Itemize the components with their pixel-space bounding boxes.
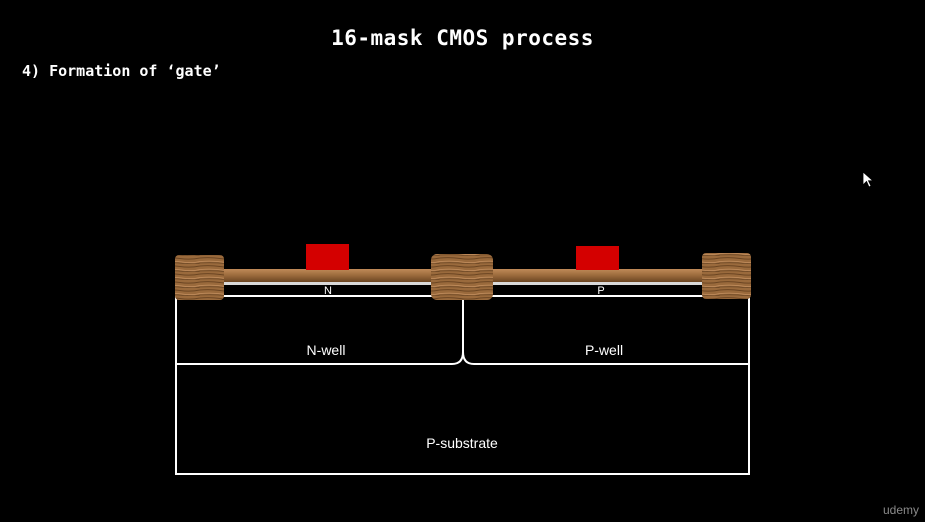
n-well-label: N-well (307, 342, 346, 358)
well-boundary-line (176, 296, 749, 365)
n-region-label: N (324, 285, 332, 297)
slide-subtitle: 4) Formation of ‘gate’ (22, 62, 221, 80)
p-region-label: P (597, 285, 604, 297)
field-oxide-left (175, 255, 224, 300)
mouse-pointer-icon (862, 171, 875, 188)
p-well-label: P-well (585, 342, 623, 358)
field-oxide-center (431, 254, 493, 300)
slide-title: 16-mask CMOS process (331, 26, 594, 50)
gate-oxide-right (491, 269, 705, 282)
udemy-watermark: udemy (882, 503, 919, 517)
p-substrate-label: P-substrate (426, 435, 498, 451)
gate-right (576, 246, 619, 270)
gate-oxide-left (222, 269, 434, 282)
gate-left (306, 244, 349, 270)
field-oxide-right (702, 253, 751, 299)
